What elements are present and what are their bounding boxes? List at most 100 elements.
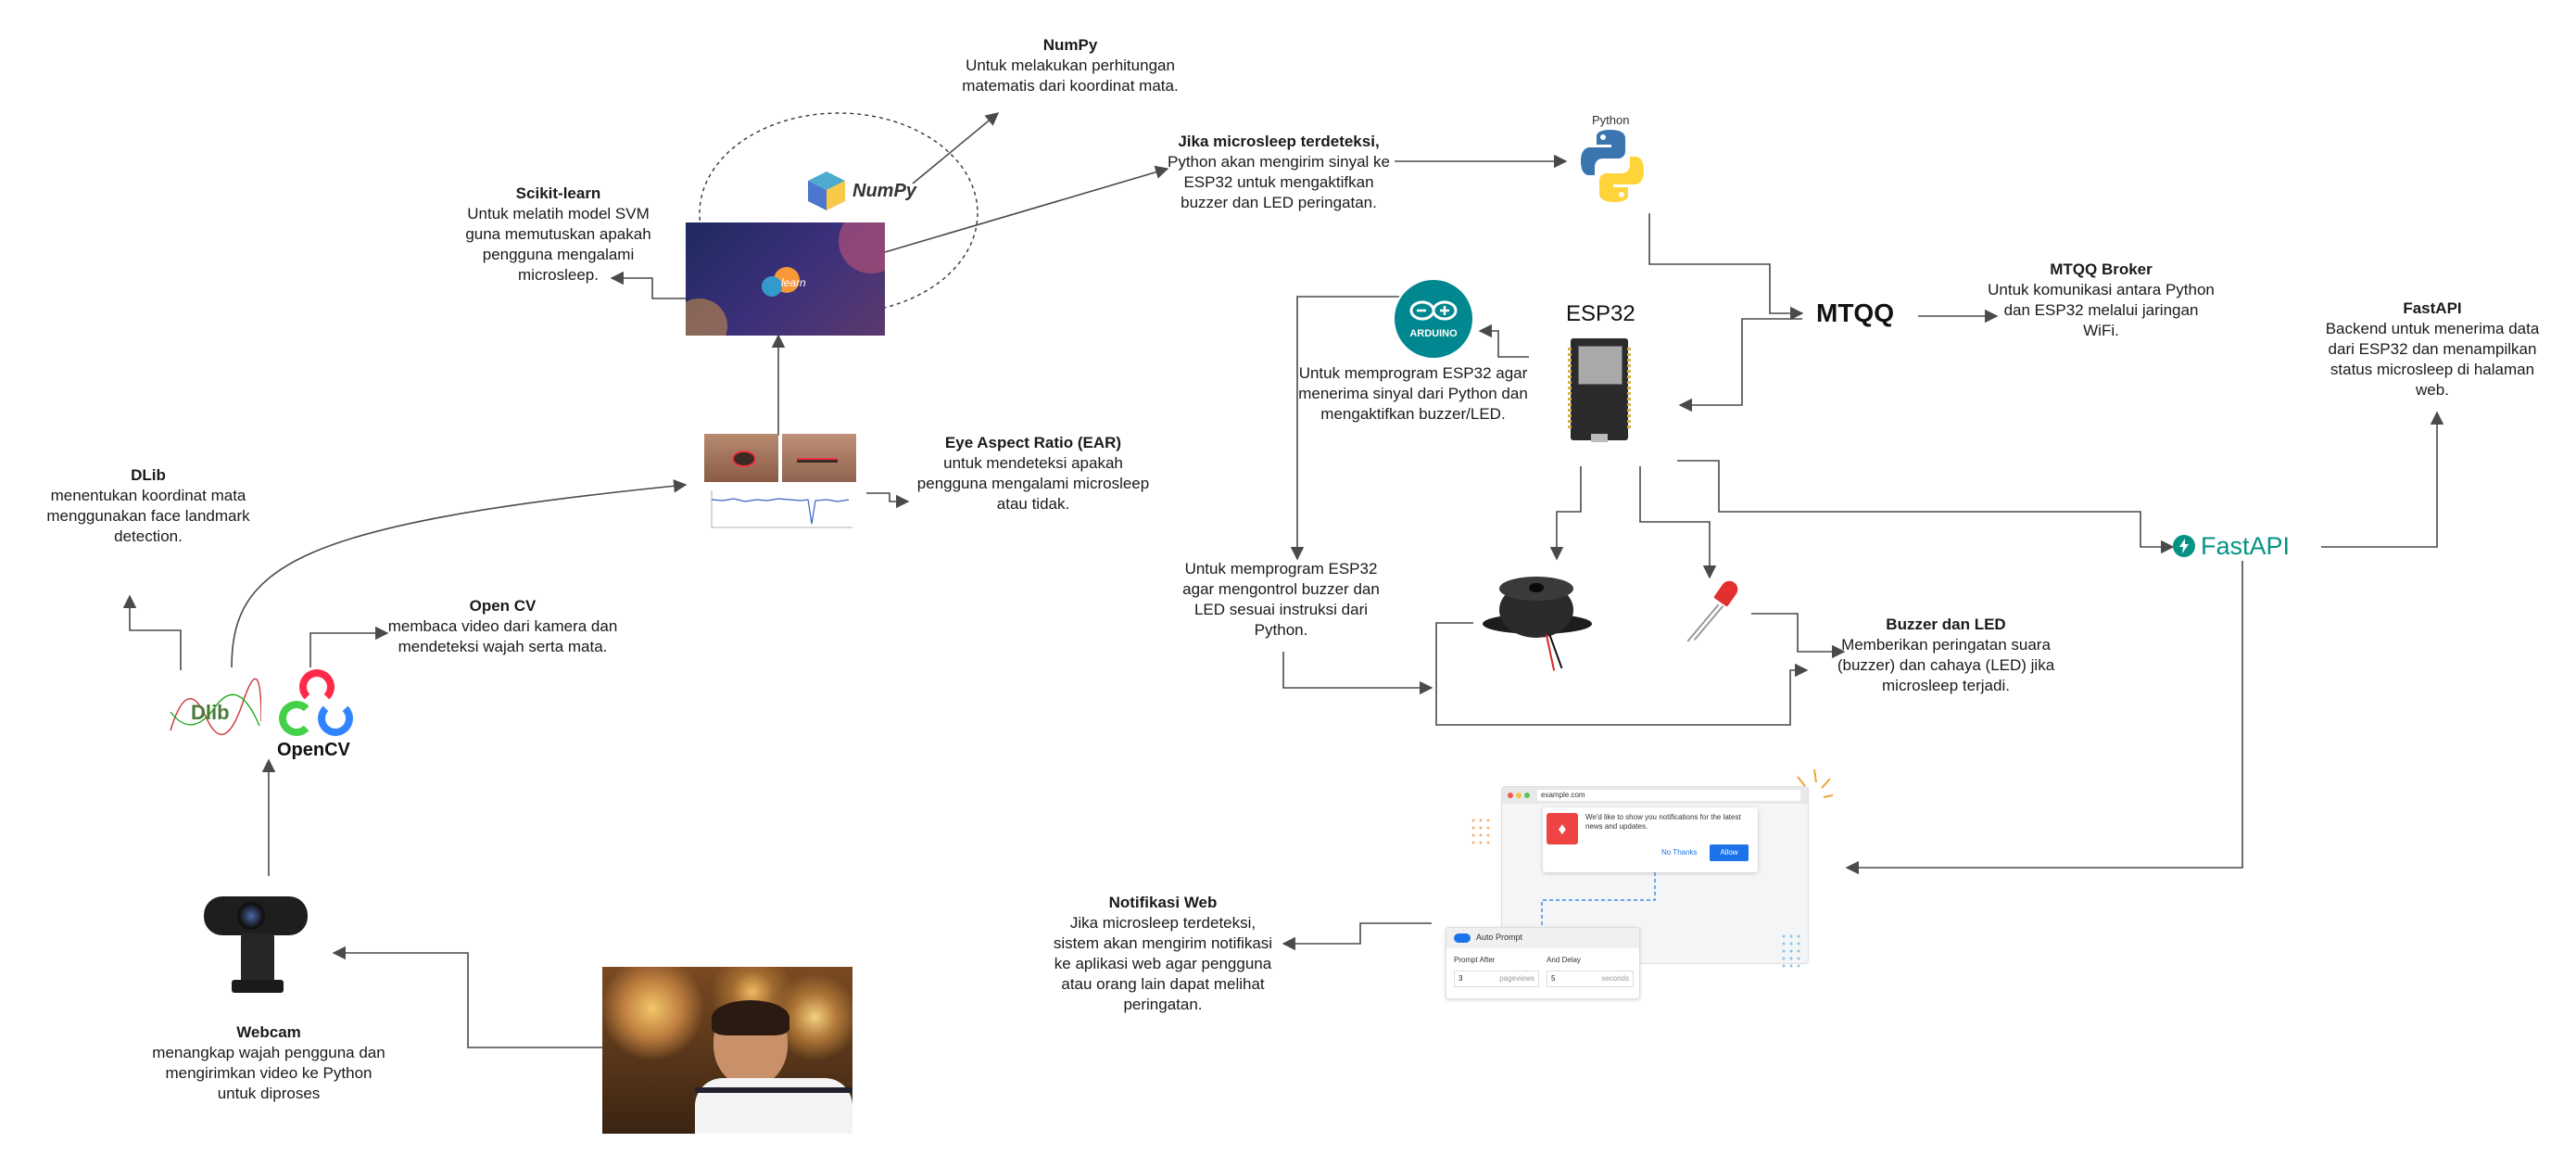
- numpy-cube-icon: [808, 171, 845, 210]
- led-icon: [1673, 577, 1747, 651]
- webcam-icon: [204, 893, 313, 999]
- ear-graph: [711, 490, 852, 528]
- arrow-esp32-to-arduino: [1478, 324, 1529, 358]
- baby-hair: [712, 1000, 789, 1035]
- arrow-sklearn-to-label: [610, 271, 686, 299]
- opencv-ring-red: [299, 669, 335, 705]
- sklearn-decor-circle-2: [686, 298, 727, 336]
- arrow-esp32-to-buzzer: [1549, 466, 1582, 561]
- esp32-prog-label: Untuk memprogram ESP32 agar mengontrol b…: [1182, 560, 1380, 639]
- sklearn-logo-text: learn: [781, 276, 806, 289]
- webcam-lens: [237, 902, 265, 930]
- arrow-esp32-to-fastapi: [1677, 460, 2175, 554]
- eye-closed-line: [797, 458, 838, 463]
- arrow-photo-to-webcam: [332, 946, 602, 1048]
- esp32-logo-text: ESP32: [1566, 301, 1635, 326]
- arrow-dlib-to-label: [122, 594, 182, 670]
- arrow-arduino-to-esp32prog: [1290, 296, 1399, 561]
- arrow-numpy-to-label: [912, 112, 1000, 184]
- auto-prompt-header: Auto Prompt: [1446, 928, 1639, 948]
- arrow-dlib-to-ear: [231, 479, 688, 668]
- browser-dot-red: [1508, 793, 1513, 798]
- notification-popup: ♦ We'd like to show you notifications fo…: [1543, 807, 1758, 872]
- arrow-esp32-to-led: [1639, 466, 1717, 579]
- prompt-after-value: 3: [1458, 974, 1463, 983]
- dlib-logo-text: Dlib: [191, 701, 230, 724]
- sklearn-logo-blue: [762, 276, 782, 297]
- no-thanks-button[interactable]: No Thanks: [1661, 848, 1698, 857]
- baby-shirt-stripe: [695, 1087, 852, 1093]
- browser-url-bar[interactable]: example.com: [1537, 790, 1800, 801]
- esp32-pins-left: [1568, 348, 1572, 431]
- fastapi-logo: FastAPI: [2173, 530, 2321, 564]
- dashed-connector: [1541, 872, 1656, 935]
- arrow-opencv-to-label: [309, 626, 389, 667]
- auto-prompt-toggle[interactable]: [1454, 933, 1471, 943]
- microsleep-label: Jika microsleep terdeteksi,Python akan m…: [1167, 133, 1390, 211]
- eye-open-pupil: [732, 451, 756, 467]
- sklearn-banner: learn: [686, 222, 885, 336]
- buzzer-icon: [1483, 577, 1594, 679]
- opencv-ring-green: [279, 701, 314, 736]
- led-body: [1713, 578, 1741, 607]
- python-logo: Python: [1566, 113, 1659, 206]
- esp32-board: [1568, 338, 1631, 442]
- buzzer-hole: [1529, 583, 1544, 592]
- arduino-logo: ARDUINO: [1395, 280, 1472, 358]
- delay-unit: seconds: [1601, 974, 1629, 983]
- allow-button[interactable]: Allow: [1710, 844, 1749, 861]
- arrow-buzzer-to-label: [1435, 622, 1809, 726]
- browser-dot-yellow: [1516, 793, 1522, 798]
- opencv-logo-text: OpenCV: [277, 740, 350, 760]
- browser-mockup: example.com ♦ We'd like to show you noti…: [1501, 786, 1809, 964]
- notification-message: We'd like to show you notifications for …: [1585, 813, 1741, 831]
- arrow-python-to-mtqq: [1648, 213, 1804, 321]
- arrow-sklearn-to-microsleep: [884, 165, 1169, 253]
- esp32-usb: [1591, 434, 1608, 442]
- arrow-mtqq-to-esp32: [1678, 318, 1802, 413]
- dlib-wave-icon: [170, 678, 261, 735]
- prompt-after-label: Prompt After: [1454, 956, 1496, 964]
- esp32-chip: [1578, 346, 1623, 385]
- ear-label: Eye Aspect Ratio (EAR)untuk mendeteksi a…: [916, 434, 1150, 513]
- dlib-logo: Dlib: [169, 675, 261, 747]
- opencv-ring-blue: [318, 701, 353, 736]
- auto-prompt-label: Auto Prompt: [1476, 933, 1523, 942]
- led-leg-2: [1693, 604, 1724, 641]
- webcam-clip: [232, 980, 284, 993]
- prompt-after-field[interactable]: 3 pageviews: [1454, 971, 1539, 987]
- python-icon: [1581, 130, 1644, 202]
- prompt-after-unit: pageviews: [1499, 974, 1534, 983]
- arrow-browser-to-notif: [1282, 922, 1432, 951]
- delay-value: 5: [1551, 974, 1556, 983]
- arrow-esp32prog-to-buzzer: [1282, 652, 1433, 695]
- arrow-fastapi-to-label: [2321, 411, 2444, 548]
- browser-dot-green: [1524, 793, 1530, 798]
- delay-field[interactable]: 5 seconds: [1547, 971, 1634, 987]
- auto-prompt-panel: Auto Prompt Prompt After And Delay 3 pag…: [1446, 927, 1640, 999]
- esp32-pins-right: [1627, 348, 1631, 431]
- arrow-led-to-label: [1751, 613, 1846, 659]
- led-leg-1: [1686, 603, 1720, 642]
- opencv-logo: OpenCV: [273, 669, 357, 762]
- sklearn-decor-circle: [839, 222, 885, 273]
- arduino-desc-label: Untuk memprogram ESP32 agar menerima sin…: [1298, 364, 1528, 423]
- arduino-infinity-icon: [1409, 300, 1458, 321]
- baby-shirt: [695, 1078, 852, 1134]
- arrow-fastapi-to-browser: [1845, 561, 2243, 875]
- arrow-ear-to-label: [866, 492, 910, 509]
- arduino-logo-text: ARDUINO: [1409, 328, 1458, 339]
- numpy-logo: NumPy: [806, 170, 927, 216]
- browser-toolbar: example.com: [1502, 787, 1808, 804]
- fastapi-icon: [2173, 535, 2195, 557]
